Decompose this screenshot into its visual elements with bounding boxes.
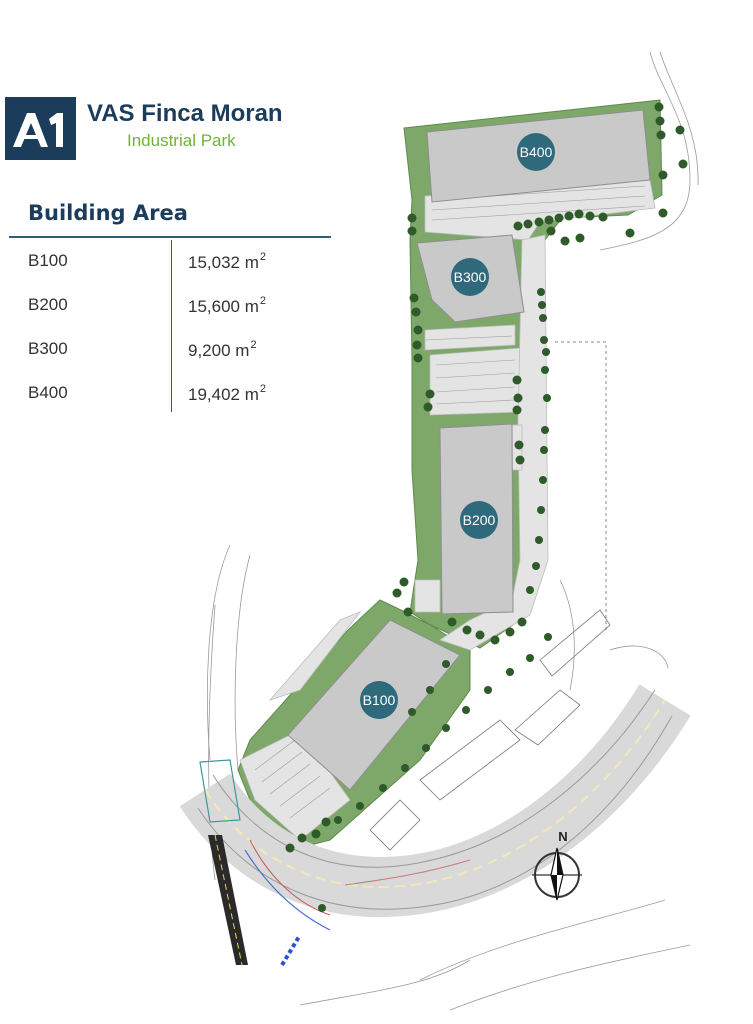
b100-label: B100 xyxy=(363,692,396,708)
company-logo xyxy=(5,97,76,160)
a1-logo-icon xyxy=(13,113,63,147)
b200-label: B200 xyxy=(463,512,496,528)
area-row-value: 9,200 m2 xyxy=(188,339,257,360)
area-row-building: B400 xyxy=(28,383,68,402)
b400-label: B400 xyxy=(520,144,553,160)
access-marker xyxy=(280,933,302,967)
area-row-building: B100 xyxy=(28,251,68,270)
b300-marker xyxy=(451,258,489,296)
terrain-contours xyxy=(207,51,699,1011)
area-table-heading: Building Area xyxy=(28,201,188,225)
area-row-b200: B200 15,600 m2 xyxy=(28,295,328,319)
b200-marker xyxy=(460,501,498,539)
area-row-value: 15,600 m2 xyxy=(188,295,267,316)
highway xyxy=(179,684,691,931)
b400-marker xyxy=(517,133,555,171)
b300-label: B300 xyxy=(454,269,487,285)
area-table-rule xyxy=(9,236,331,238)
b100-marker xyxy=(360,681,398,719)
north-label: N xyxy=(558,829,567,844)
area-row-building: B300 xyxy=(28,339,68,358)
north-arrow-icon: N xyxy=(532,829,582,901)
area-row-value: 15,032 m2 xyxy=(188,251,267,272)
brand-subtitle: Industrial Park xyxy=(127,131,236,150)
area-table-divider xyxy=(171,240,172,412)
area-row-value: 19,402 m2 xyxy=(188,383,267,404)
arterial-road-centerline xyxy=(214,834,243,966)
area-row-b300: B300 9,200 m2 xyxy=(28,339,328,363)
area-row-b400: B400 19,402 m2 xyxy=(28,383,328,407)
parcel-boundary xyxy=(555,341,607,630)
utility-yard xyxy=(369,609,611,851)
trees xyxy=(285,102,688,912)
entry-gate xyxy=(199,759,241,823)
area-row-building: B200 xyxy=(28,295,68,314)
area-row-b100: B100 15,032 m2 xyxy=(28,251,328,275)
building-labels: B400 B300 B200 B100 xyxy=(360,133,555,719)
brand-title: VAS Finca Moran xyxy=(87,100,283,127)
arterial-road xyxy=(208,835,248,965)
